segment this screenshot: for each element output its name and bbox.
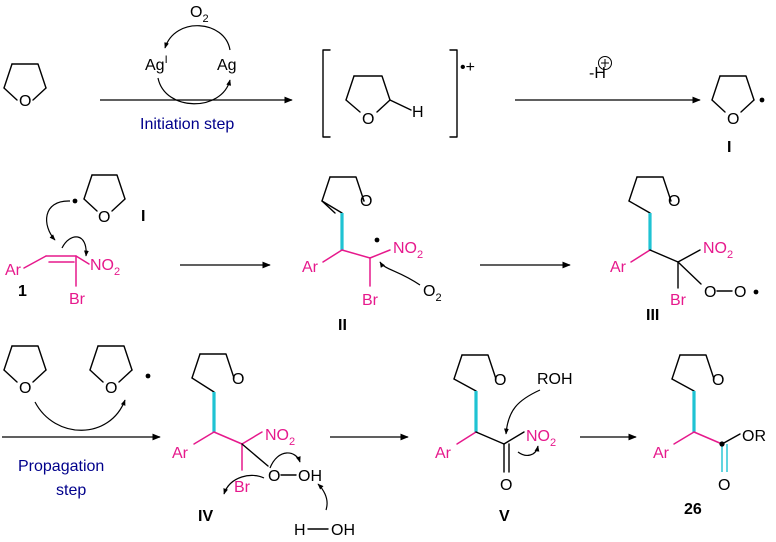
svg-text:O: O xyxy=(500,477,512,494)
svg-text:O: O xyxy=(19,380,31,397)
nitroalkene-1: Ar NO2 Br 1 xyxy=(5,255,120,308)
thf-radical-cation: O H •+ xyxy=(322,49,475,138)
label-III: III xyxy=(646,307,659,324)
initiation-step-label: Initiation step xyxy=(140,116,234,133)
ester-product-26: O Ar OR O 26 xyxy=(653,354,766,518)
svg-text:O: O xyxy=(712,372,724,389)
svg-text:I: I xyxy=(141,208,145,225)
svg-text:-H: -H xyxy=(589,65,606,82)
svg-text:Ar: Ar xyxy=(435,445,452,462)
svg-text:O: O xyxy=(98,209,110,226)
peroxy-radical-III: O Ar NO2 Br O O III xyxy=(610,176,759,324)
thf-reactant: O xyxy=(3,63,47,110)
svg-text:H: H xyxy=(412,104,424,121)
label-II: II xyxy=(338,317,347,334)
silver-i-label: AgI xyxy=(145,54,168,74)
svg-text:Ar: Ar xyxy=(302,259,319,276)
svg-text:NO2: NO2 xyxy=(265,427,295,448)
svg-text:Br: Br xyxy=(234,479,251,496)
label-26: 26 xyxy=(684,501,702,518)
svg-text:NO2: NO2 xyxy=(703,240,733,261)
svg-text:O: O xyxy=(362,111,374,128)
svg-text:Ar: Ar xyxy=(653,445,670,462)
thf-oxygen-atom: O xyxy=(19,93,31,110)
svg-text:O2: O2 xyxy=(423,283,442,304)
label-1: 1 xyxy=(18,283,27,300)
label-IV: IV xyxy=(198,508,213,525)
radical-cation-charge: •+ xyxy=(460,59,475,76)
o2-label: O2 xyxy=(190,4,209,25)
svg-text:OH: OH xyxy=(298,468,322,485)
svg-text:O: O xyxy=(718,477,730,494)
svg-text:O: O xyxy=(360,193,372,210)
thf-radical-I-row2: O I xyxy=(72,174,145,226)
svg-text:OH: OH xyxy=(331,522,355,539)
svg-text:O: O xyxy=(704,284,716,301)
label-I: I xyxy=(727,139,731,156)
svg-text:O: O xyxy=(668,193,680,210)
svg-text:O: O xyxy=(734,284,746,301)
proton-loss-label: -H xyxy=(589,56,612,82)
propagation-step-label-1: Propagation xyxy=(18,458,104,475)
label-V: V xyxy=(499,508,510,525)
svg-text:H: H xyxy=(294,522,306,539)
svg-text:Ar: Ar xyxy=(5,262,22,279)
svg-text:Ar: Ar xyxy=(610,259,627,276)
nitro-group: NO2 xyxy=(90,257,120,278)
silver-catalytic-cycle: O2 AgI Ag xyxy=(145,4,237,105)
hydroperoxide-IV: O Ar NO2 Br O OH H OH IV xyxy=(172,353,355,539)
svg-text:O: O xyxy=(105,380,117,397)
svg-text:NO2: NO2 xyxy=(393,240,423,261)
thf-radical-propagation: O xyxy=(89,345,151,397)
svg-text:Br: Br xyxy=(362,292,379,309)
svg-text:O: O xyxy=(268,468,280,485)
silver-0-label: Ag xyxy=(217,57,237,74)
svg-text:O: O xyxy=(232,371,244,388)
thf-propagation: O xyxy=(3,345,47,397)
svg-text:Br: Br xyxy=(670,292,687,309)
nitroketone-V: O Ar NO2 O ROH V xyxy=(435,354,573,525)
propagation-step-label-2: step xyxy=(56,482,86,499)
svg-text:O: O xyxy=(727,111,739,128)
svg-text:ROH: ROH xyxy=(537,371,573,388)
svg-text:O: O xyxy=(494,372,506,389)
radical-intermediate-II: O Ar NO2 Br O2 II xyxy=(302,176,442,334)
svg-text:OR: OR xyxy=(742,428,766,445)
thf-radical-I: O I xyxy=(711,75,765,156)
svg-text:Br: Br xyxy=(69,291,86,308)
svg-text:NO2: NO2 xyxy=(526,428,556,449)
svg-text:Ar: Ar xyxy=(172,445,189,462)
